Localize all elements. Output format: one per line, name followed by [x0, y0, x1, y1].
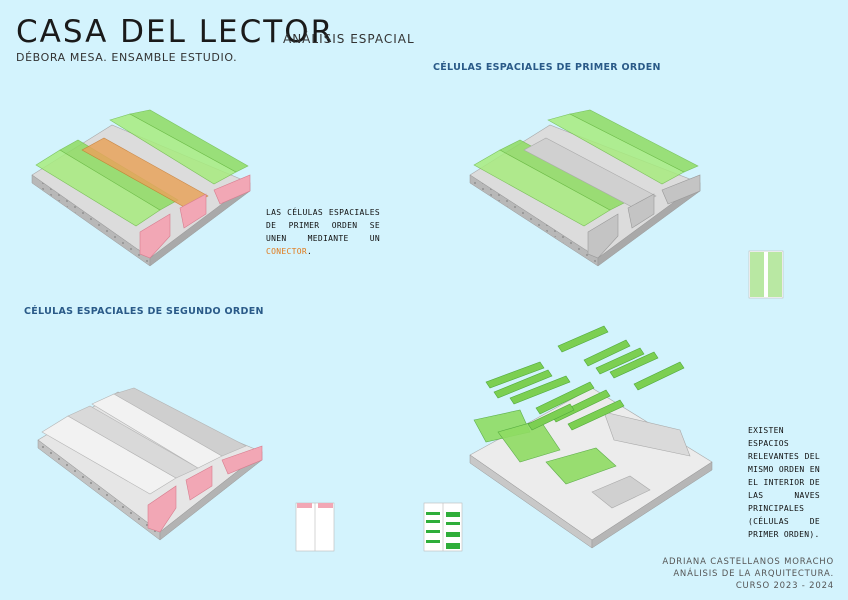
second-order-axonometric	[37, 387, 263, 541]
credits-course: ANÁLISIS DE LA ARQUITECTURA.	[673, 569, 834, 579]
author-credit: DÉBORA MESA. ENSAMBLE ESTUDIO.	[16, 51, 238, 64]
second-order-heading: CÉLULAS ESPACIALES DE SEGUNDO ORDEN	[24, 306, 264, 317]
credits-name: ADRIANA CASTELLANOS MORACHO	[662, 557, 834, 567]
first-order-axonometric	[469, 109, 701, 267]
first-order-heading: CÉLULAS ESPACIALES DE PRIMER ORDEN	[433, 62, 661, 73]
interior-note: EXISTEN ESPACIOS RELEVANTES DEL MISMO OR…	[748, 426, 820, 539]
page-subtitle: ANÁLISIS ESPACIAL	[283, 32, 415, 46]
connector-note-end: .	[306, 247, 313, 256]
connector-highlight: CONECTOR	[266, 247, 307, 256]
credits-block: ADRIANA CASTELLANOS MORACHO ANÁLISIS DE …	[662, 556, 834, 592]
connector-note-text: LAS CÉLULAS ESPACIALES DE PRIMER ORDEN S…	[266, 208, 380, 243]
interior-cells-plan	[423, 502, 463, 552]
credits-year: CURSO 2023 - 2024	[735, 581, 834, 591]
connector-axonometric	[31, 109, 251, 267]
second-order-plan	[295, 502, 335, 552]
page-title: CASA DEL LECTOR	[16, 14, 335, 50]
connector-note: LAS CÉLULAS ESPACIALES DE PRIMER ORDEN S…	[266, 206, 380, 258]
interior-cells-axonometric	[469, 325, 713, 549]
first-order-plan	[748, 250, 784, 299]
